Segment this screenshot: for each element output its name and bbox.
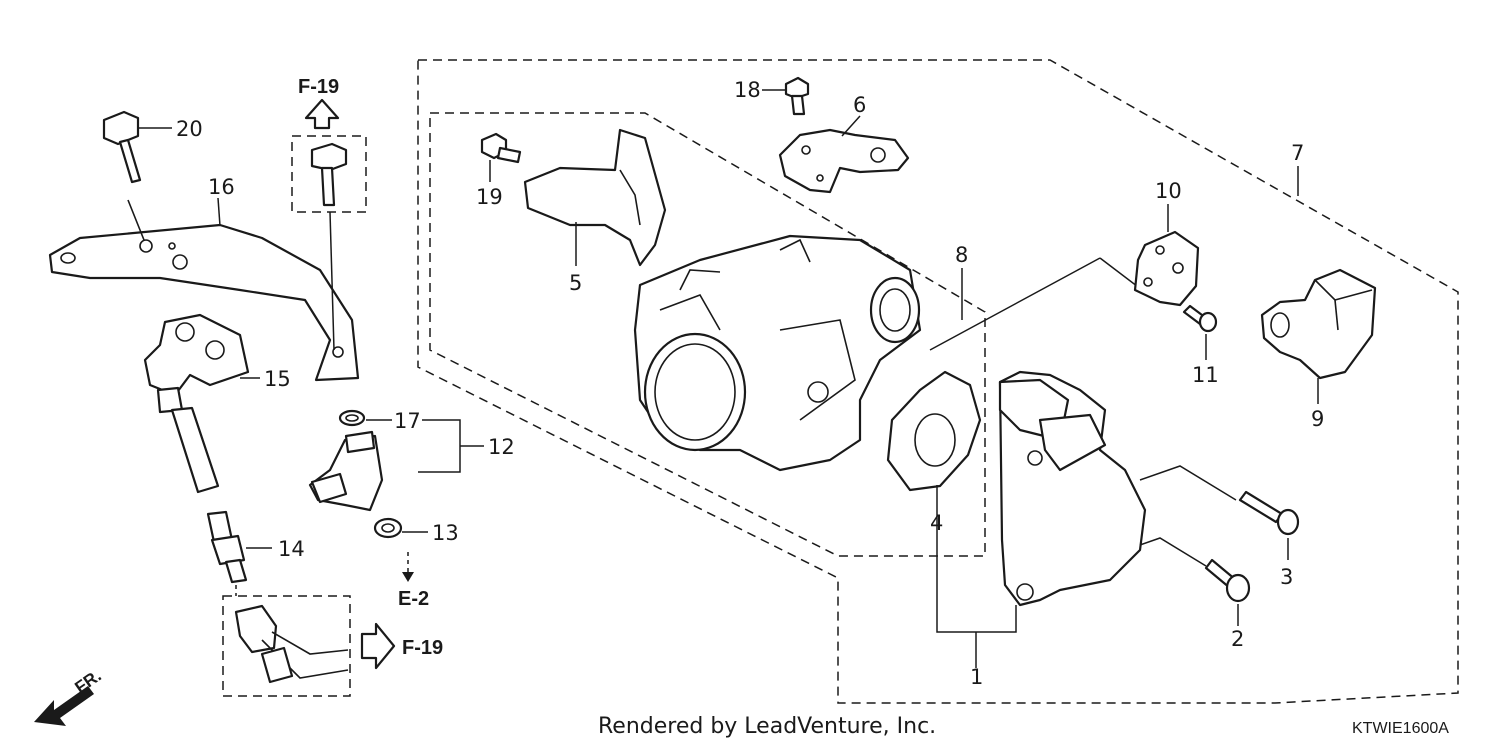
- diagram-code: KTWIE1600A: [1352, 720, 1449, 737]
- callout-19: 19: [476, 185, 503, 209]
- f19-up-arrow: [304, 98, 340, 130]
- callout-4: 4: [930, 511, 943, 535]
- callout-16: 16: [208, 175, 235, 199]
- screw-2[interactable]: [1204, 558, 1251, 603]
- bolt-19[interactable]: [480, 132, 522, 164]
- bolt-20[interactable]: [102, 110, 142, 184]
- callout-14: 14: [278, 537, 305, 561]
- joint-14[interactable]: [206, 510, 248, 584]
- o-ring-17[interactable]: [338, 409, 366, 427]
- front-direction-arrow: [34, 686, 94, 726]
- callout-10: 10: [1155, 179, 1182, 203]
- group-outline-7: [417, 59, 1459, 704]
- throttle-body[interactable]: [633, 234, 922, 472]
- callout-18: 18: [734, 78, 761, 102]
- plate-6[interactable]: [778, 128, 910, 194]
- front-direction-label: FR.: [71, 666, 104, 697]
- callout-5: 5: [569, 271, 582, 295]
- gasket-4[interactable]: [886, 370, 982, 492]
- callout-20: 20: [176, 117, 203, 141]
- bracket-16[interactable]: [48, 199, 360, 382]
- injector-12[interactable]: [308, 430, 384, 512]
- callout-1: 1: [970, 665, 983, 689]
- callout-9: 9: [1311, 407, 1324, 431]
- callout-8: 8: [955, 243, 968, 267]
- inset-bolt-top[interactable]: [310, 142, 348, 207]
- ref-f19-top: F-19: [298, 76, 339, 98]
- f19-right-arrow: [360, 622, 396, 670]
- callout-13: 13: [432, 521, 459, 545]
- screw-3[interactable]: [1238, 490, 1300, 536]
- screw-11[interactable]: [1182, 304, 1218, 333]
- ref-e2: E-2: [398, 588, 429, 610]
- ref-f19-bottom: F-19: [402, 637, 443, 659]
- screw-18[interactable]: [784, 76, 810, 116]
- inset-hose-detail: [234, 604, 349, 684]
- callout-11: 11: [1192, 363, 1219, 387]
- bracket-10[interactable]: [1133, 230, 1200, 307]
- callout-2: 2: [1231, 627, 1244, 651]
- actuator-1[interactable]: [998, 370, 1147, 607]
- callout-6: 6: [853, 93, 866, 117]
- seal-ring-13[interactable]: [373, 517, 403, 539]
- inset-box-bottom: [222, 595, 351, 697]
- callout-7: 7: [1291, 141, 1304, 165]
- inset-box-top: [291, 135, 367, 213]
- sensor-9[interactable]: [1260, 268, 1377, 380]
- group-outline-8: [429, 112, 986, 557]
- callout-17: 17: [394, 409, 421, 433]
- callout-3: 3: [1280, 565, 1293, 589]
- callout-12: 12: [488, 435, 515, 459]
- footer-credit: Rendered by LeadVenture, Inc.: [598, 714, 936, 739]
- sensor-holder-15[interactable]: [143, 313, 250, 494]
- bracket-5[interactable]: [523, 128, 667, 267]
- callout-15: 15: [264, 367, 291, 391]
